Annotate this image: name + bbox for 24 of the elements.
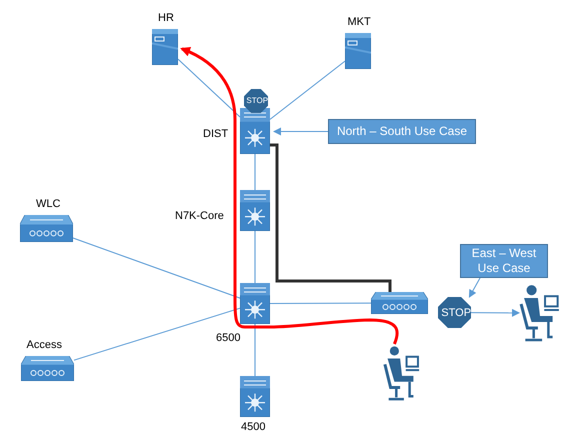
device-label: DIST: [203, 128, 228, 141]
connector-line: [254, 154, 256, 190]
connector-line: [270, 302, 372, 304]
connector-line: [178, 58, 240, 118]
device-label: 4500: [241, 421, 266, 434]
connector-line: [270, 144, 392, 292]
use-case-box: East – West Use Case: [460, 244, 548, 278]
device-label: MKT: [348, 16, 371, 29]
arrow: [273, 128, 328, 136]
arrow: [468, 278, 480, 298]
device-label: HR: [158, 12, 174, 25]
connector-line: [72, 238, 240, 299]
device-label: N7K-Core: [175, 210, 224, 223]
device-label: 6500: [216, 332, 240, 345]
device-label: WLC: [36, 198, 60, 211]
connector-line: [74, 308, 240, 361]
sign-text: STOP: [441, 308, 472, 318]
connector-line: [270, 60, 346, 120]
use-case-box: North – South Use Case: [328, 119, 476, 144]
arrow: [470, 308, 520, 317]
connector-line: [254, 324, 256, 376]
sign-text: STOP: [246, 96, 268, 106]
connector-line: [254, 230, 256, 284]
device-label: Access: [26, 339, 62, 352]
